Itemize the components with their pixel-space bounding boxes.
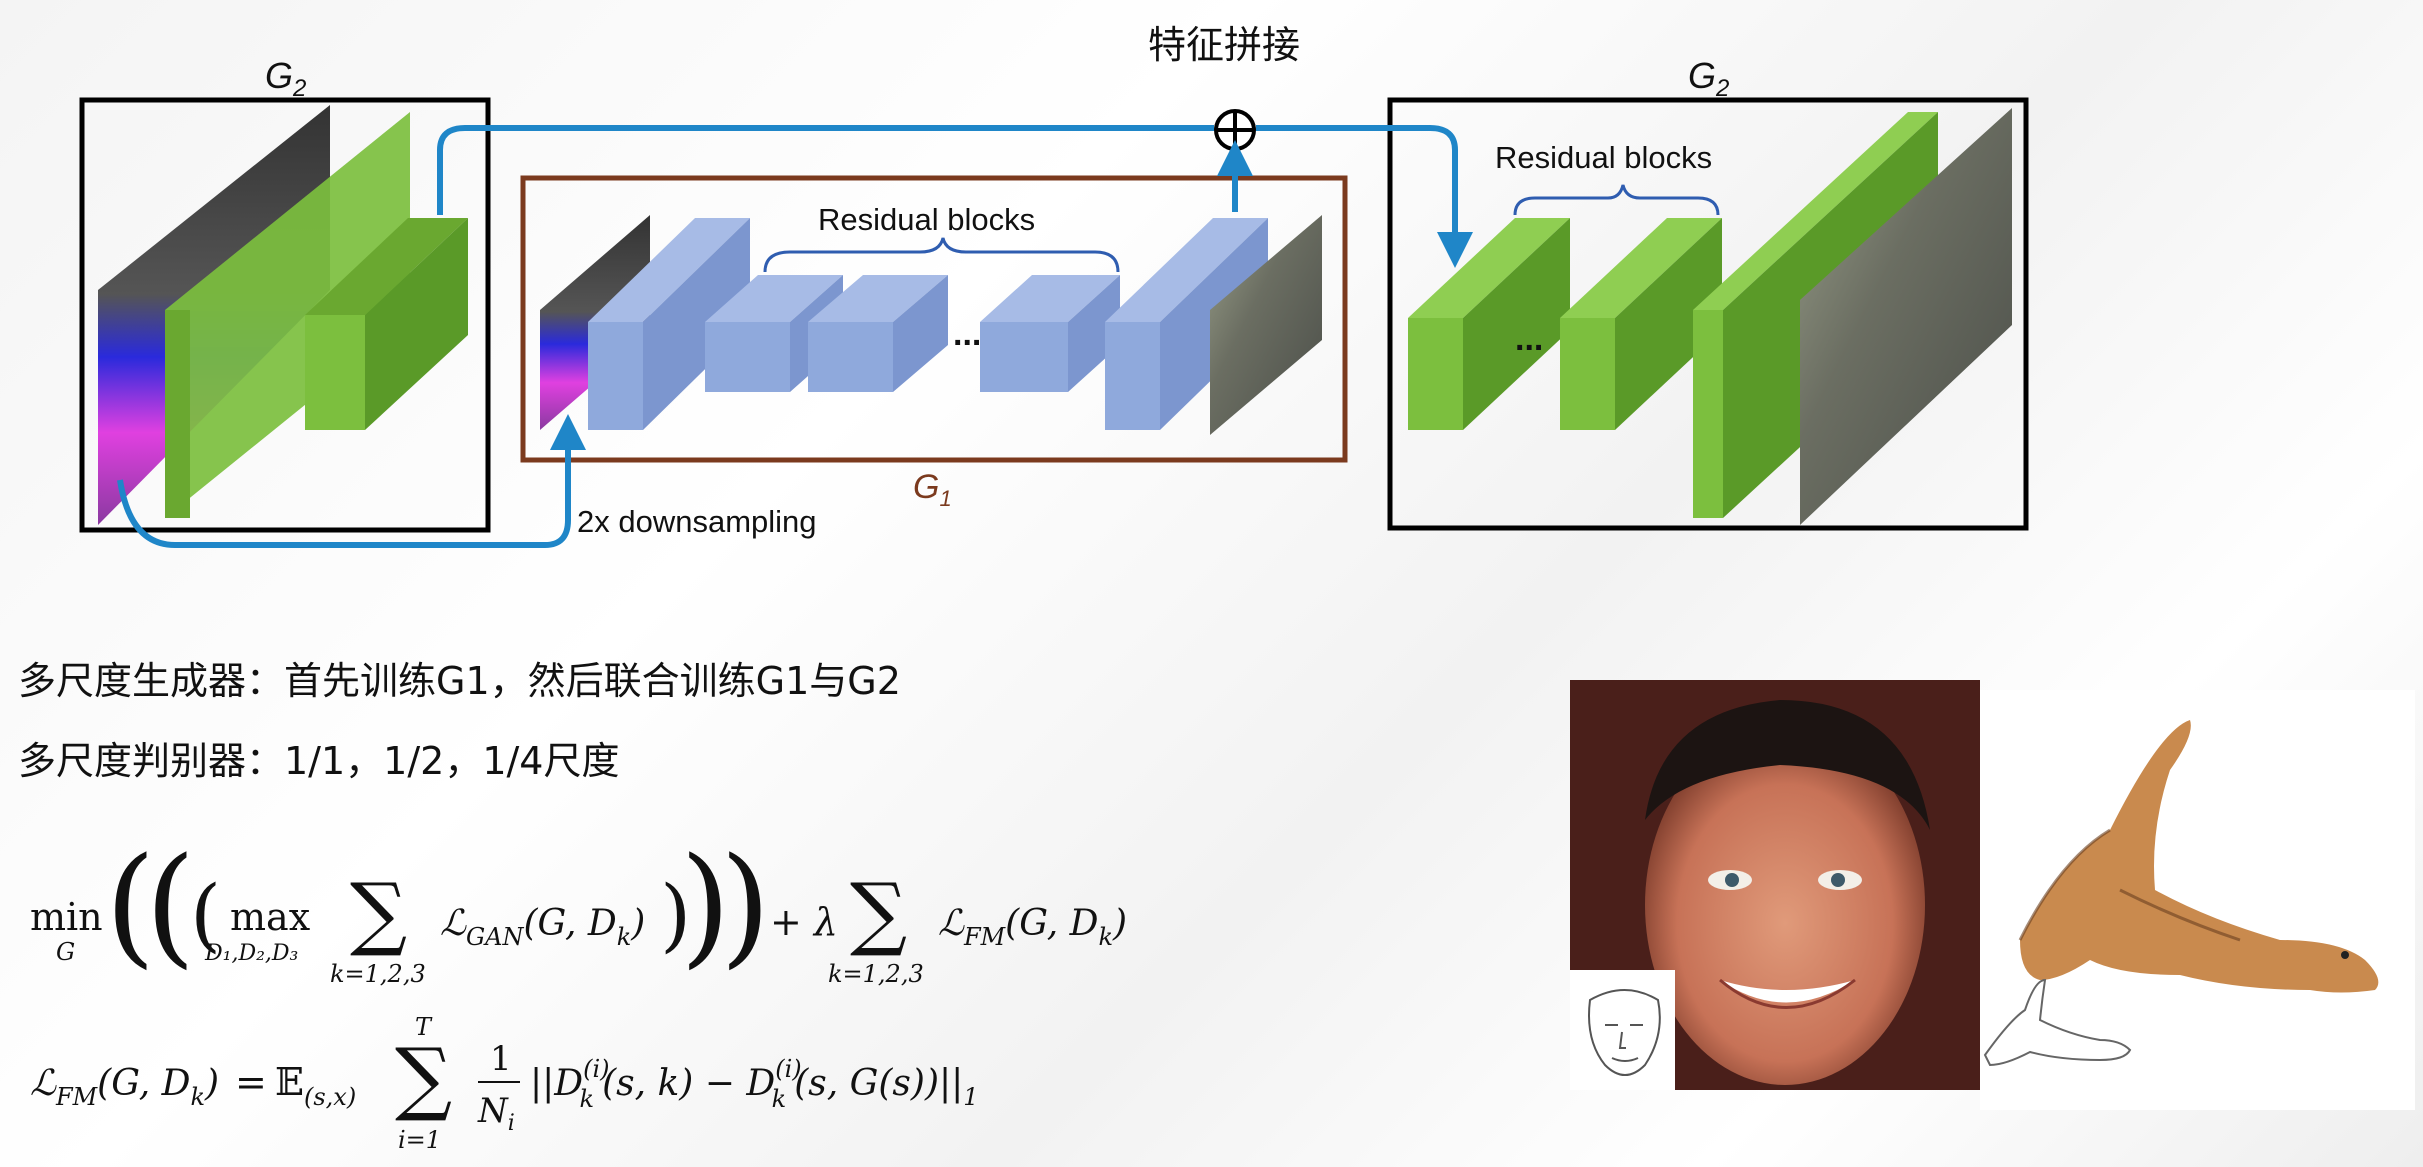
svg-text:Ni: Ni xyxy=(477,1091,515,1136)
architecture-diagram: G2 G1 Residual blocks ... G2 Residual bl… xyxy=(79,23,2029,548)
feature-concat-title: 特征拼接 xyxy=(1148,23,1300,67)
discriminator-description: 多尺度判别器：1/1，1/2，1/4尺度 xyxy=(18,739,620,783)
green-block-small-left xyxy=(305,218,468,315)
arrow-g2-to-concat xyxy=(437,125,1214,215)
arrow-concat-to-g2right xyxy=(1256,125,1473,268)
residual-brace-g2 xyxy=(1513,184,1720,216)
svg-text:k=1,2,3: k=1,2,3 xyxy=(330,960,426,988)
downsampling-label: 2x downsampling xyxy=(577,504,817,539)
svg-text:(: ( xyxy=(145,830,196,981)
generator-description: 多尺度生成器：首先训练G1，然后联合训练G1与G2 xyxy=(18,659,901,703)
svg-text:max: max xyxy=(230,895,310,939)
street-image-g2 xyxy=(1800,108,2012,525)
svg-text:min: min xyxy=(30,895,103,939)
svg-text:i=1: i=1 xyxy=(398,1126,441,1154)
cat-photo xyxy=(1980,690,2415,1110)
g1-blue-blocks: ... xyxy=(588,218,1268,430)
svg-text:(: ( xyxy=(190,868,221,961)
svg-text:𝔼(s,x): 𝔼(s,x) xyxy=(275,1060,356,1111)
arrow-downsampling xyxy=(117,414,586,548)
svg-text:(: ( xyxy=(105,830,156,981)
g2-left-label: G2 xyxy=(265,55,306,102)
svg-text:k=1,2,3: k=1,2,3 xyxy=(828,960,924,988)
svg-text:∑: ∑ xyxy=(350,866,407,959)
g1-label: G1 xyxy=(913,468,952,511)
svg-text:...: ... xyxy=(953,315,981,353)
street-image-g1 xyxy=(1210,215,1322,435)
green-block-large-left xyxy=(165,112,410,518)
face-photo xyxy=(1570,680,1980,1090)
svg-text:G: G xyxy=(56,938,75,966)
svg-text:): ) xyxy=(720,830,771,981)
loss-formula: min G ( ( ( max D₁,D₂,D₃ ∑ k=1,2,3 ℒGAN(… xyxy=(20,829,1170,1160)
residual-brace-g1 xyxy=(763,237,1120,273)
svg-text:∑: ∑ xyxy=(395,1031,452,1124)
svg-text:||D(i)k(s, k) − D(i)k(s, G(s)): ||D(i)k(s, k) − D(i)k(s, G(s))||1 xyxy=(530,1055,979,1113)
svg-text:...: ... xyxy=(1515,320,1543,358)
svg-text:): ) xyxy=(680,830,731,981)
g2-right-frame xyxy=(1387,97,2029,531)
svg-text:1: 1 xyxy=(490,1039,512,1079)
svg-text:+ λ: + λ xyxy=(770,900,838,944)
g2-right-label: G2 xyxy=(1688,55,1729,102)
residual-label-g2: Residual blocks xyxy=(1495,140,1712,175)
svg-text:=: = xyxy=(235,1060,267,1104)
svg-text:ℒGAN(G, Dk): ℒGAN(G, Dk) xyxy=(440,903,645,951)
svg-text:D₁,D₂,D₃: D₁,D₂,D₃ xyxy=(204,941,298,966)
svg-text:ℒFM(G, Dk): ℒFM(G, Dk) xyxy=(938,903,1127,951)
svg-text:ℒFM(G, Dk): ℒFM(G, Dk) xyxy=(30,1063,219,1111)
svg-text:T: T xyxy=(415,1013,433,1041)
residual-label-g1: Residual blocks xyxy=(818,202,1035,237)
svg-text:∑: ∑ xyxy=(850,866,907,959)
g1-frame xyxy=(520,175,1348,463)
g2-left-frame xyxy=(79,97,491,533)
svg-text:): ) xyxy=(660,868,691,961)
